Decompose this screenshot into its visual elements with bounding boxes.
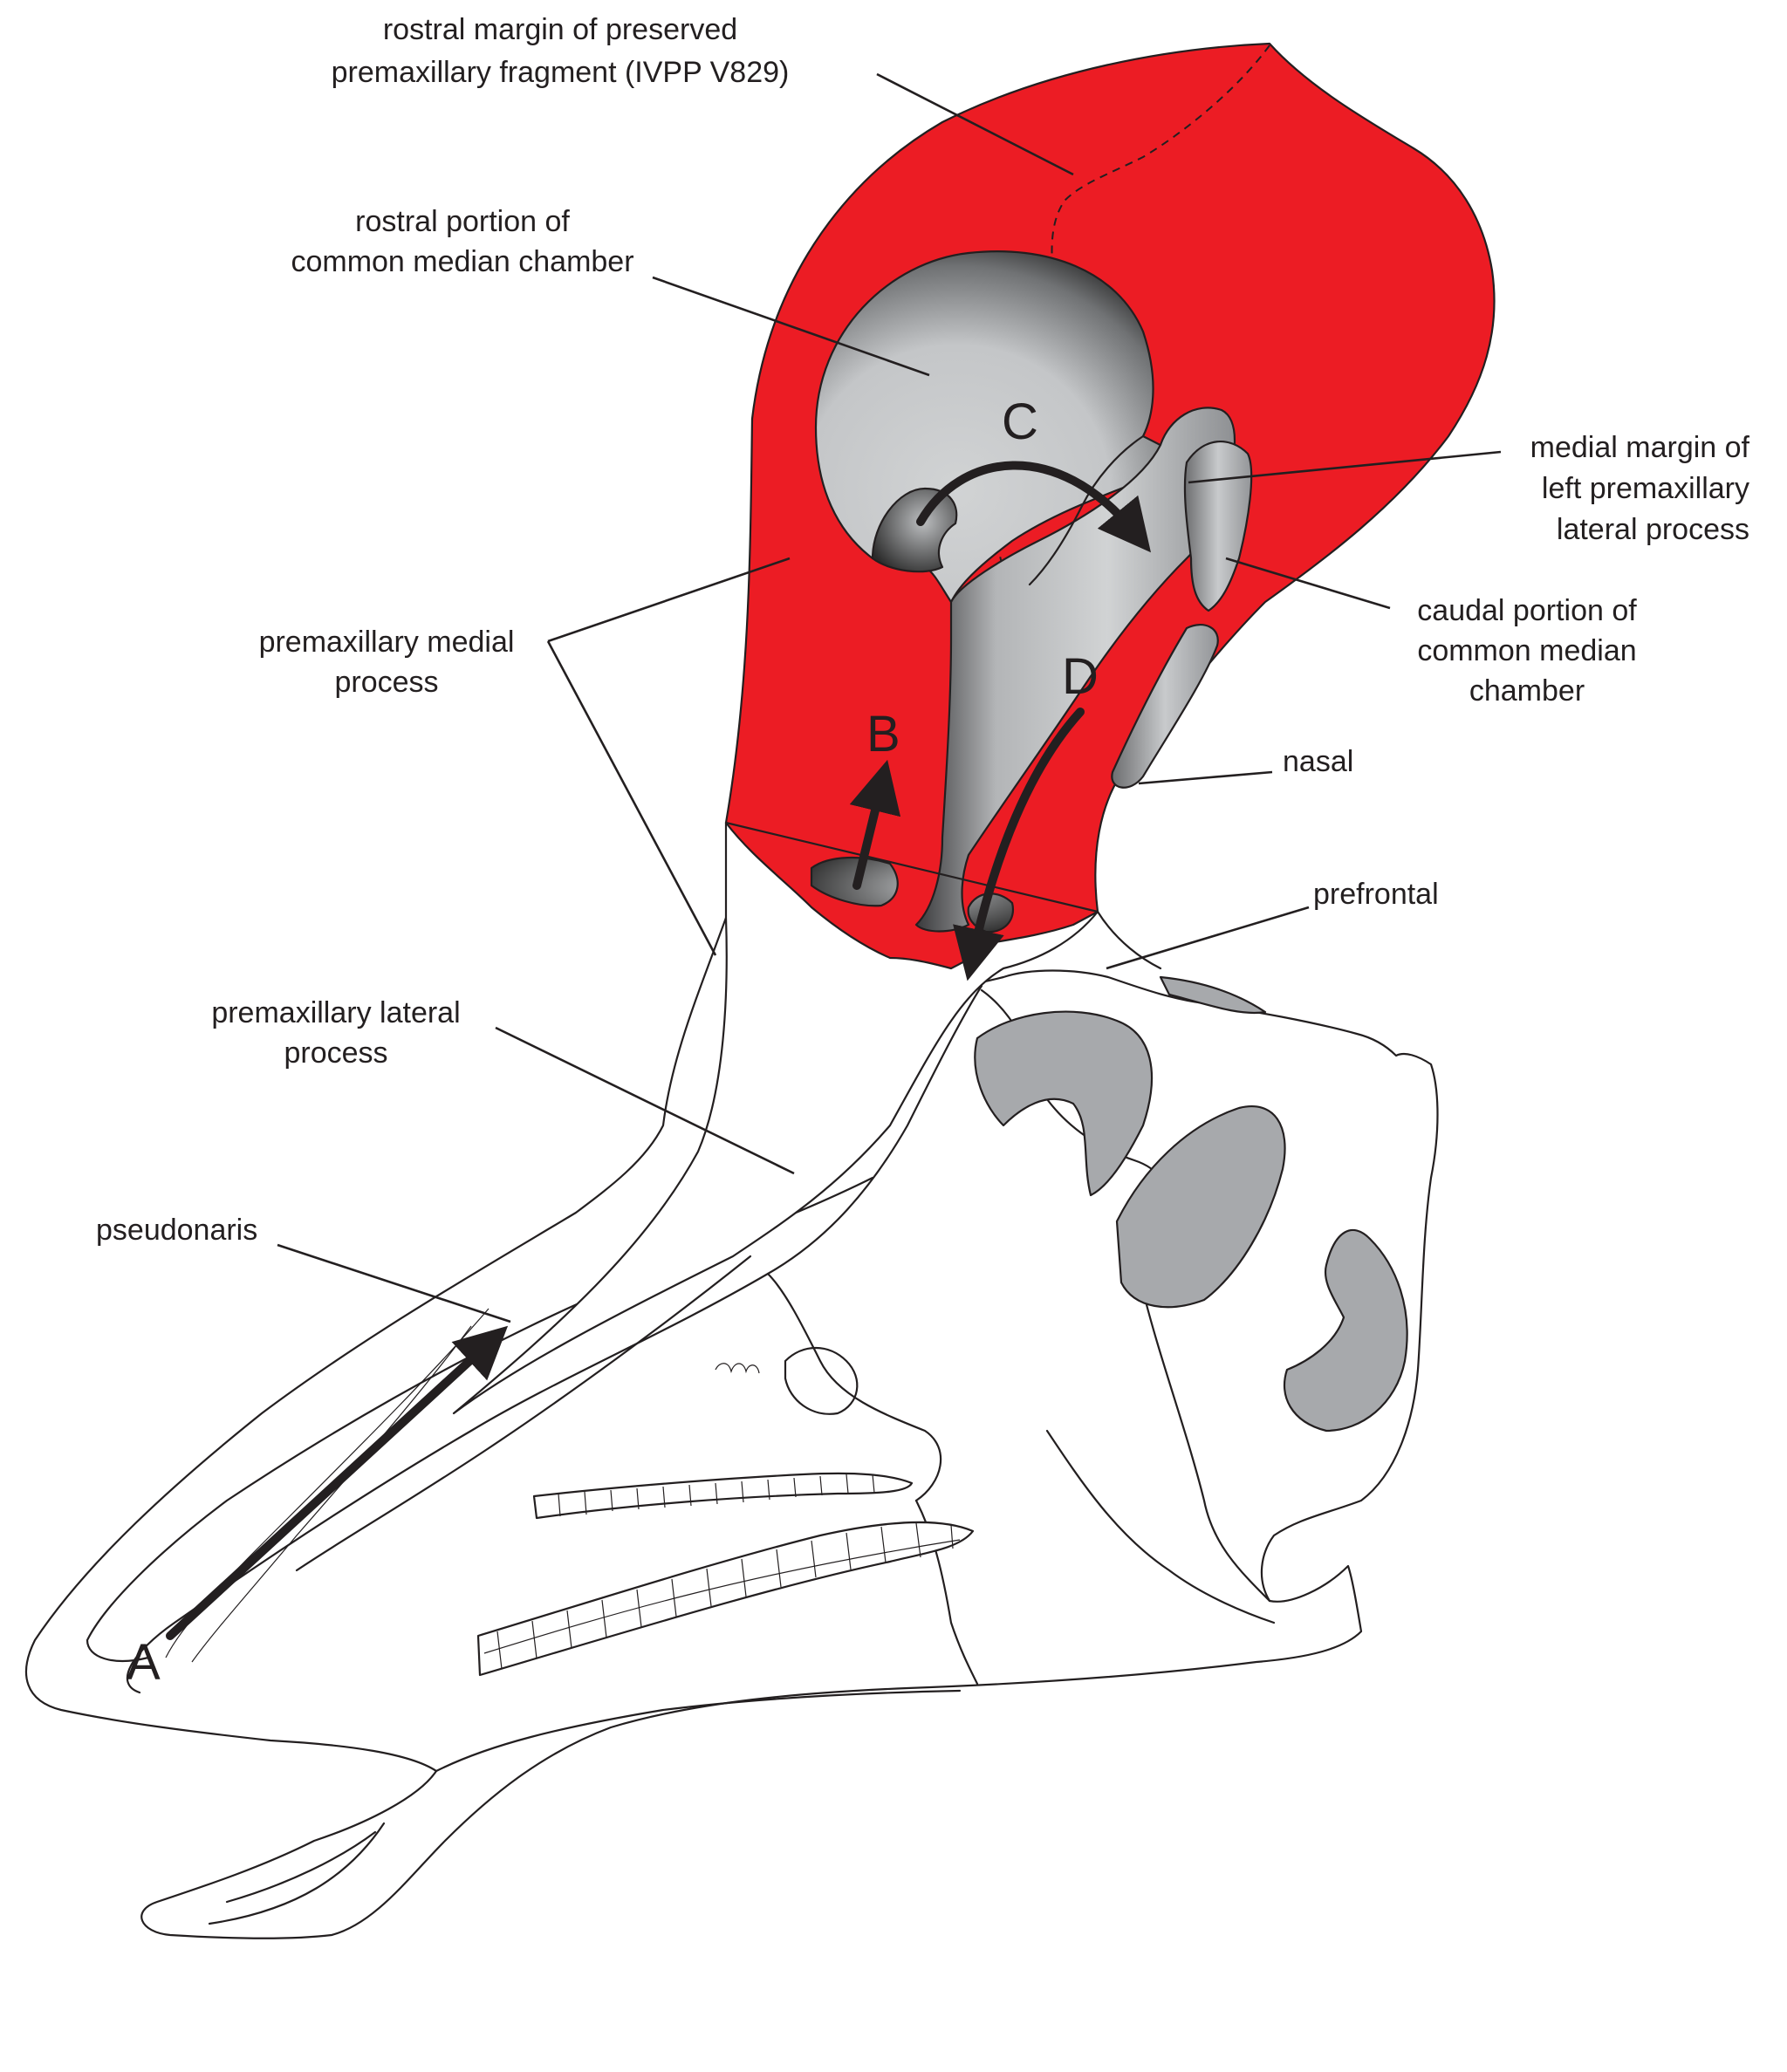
airflow-arrows [166,461,1152,1640]
label-lateral-process-line2: process [284,1036,387,1070]
arrow-b [849,759,901,890]
label-rostral-portion-line1: rostral portion of [355,205,570,238]
supratemporal-fenestra [1159,975,1267,1014]
marker-d: D [1062,648,1099,705]
leader-rostral-margin [876,72,1074,176]
label-pseudonaris: pseudonaris [96,1214,257,1247]
quadratojugal-outline [1045,1429,1276,1624]
label-medial-process-line2: process [334,666,438,699]
tooth-row-hatching [483,1474,961,1670]
crest-base-line [724,821,1099,913]
leader-lines [277,72,1502,1323]
labels: rostral margin of preserved premaxillary… [96,13,1750,1691]
label-caudal-portion-line2: common median [1417,634,1636,667]
marker-a: A [127,1634,161,1691]
leader-caudal-portion [1225,557,1391,610]
pseudonaris-groove-2 [191,1325,472,1663]
marker-b: B [866,706,900,762]
label-rostral-portion-line2: common median chamber [291,245,633,278]
leader-rostral-portion [652,276,930,377]
caudal-chamber-right-lobe [1183,441,1253,612]
label-rostral-margin-line2: premaxillary fragment (IVPP V829) [332,56,790,89]
lacrimal-notches [715,1363,760,1374]
infratemporal-fenestra [1283,1229,1408,1433]
label-rostral-margin-line1: rostral margin of preserved [383,13,737,46]
leader-prefrontal [1106,906,1310,970]
nasal-slit [1111,624,1219,789]
label-medial-margin-line1: medial margin of [1530,431,1750,464]
nasal-outline [1096,910,1162,970]
leader-lateral-process [495,1026,795,1175]
premaxillary-lateral-process-shape [126,984,983,1694]
leader-medial-process-1 [547,557,791,643]
marker-c: C [1002,393,1038,450]
label-caudal-portion-line3: chamber [1469,674,1585,708]
jugal-boss [784,1346,859,1415]
predentary [208,1822,386,1925]
label-caudal-portion-line1: caudal portion of [1417,594,1637,627]
leader-nasal [1138,770,1273,785]
leader-medial-process-2 [546,640,717,956]
leader-medial-margin [1188,450,1502,484]
arrow-c [916,461,1152,553]
upper-tooth-row [532,1472,914,1520]
lower-jaw [435,1689,962,1773]
arrow-a [166,1325,509,1640]
rostral-chamber-dark-pocket [871,487,958,573]
medial-margin-line [1028,434,1145,586]
skull-outline [24,916,1439,1939]
orbit-fenestra [1115,1105,1286,1309]
label-lateral-process-line1: premaxillary lateral [211,996,460,1029]
leader-pseudonaris [277,1243,511,1323]
lateral-temporal-fenestra [974,1010,1154,1197]
label-medial-margin-line3: lateral process [1557,513,1749,546]
label-medial-margin-line2: left premaxillary [1542,472,1749,505]
label-prefrontal: prefrontal [1313,878,1439,911]
maxilla-outline [766,1272,942,1502]
quadrate-outline [1141,1289,1271,1603]
snout-inner-line [295,1255,752,1572]
label-medial-process-line1: premaxillary medial [259,626,515,659]
premaxillary-medial-process-white [452,821,1099,1415]
arrow-d [953,708,1085,981]
caudal-chamber [914,407,1236,933]
label-nasal: nasal [1283,745,1353,778]
skull [24,916,1439,1939]
